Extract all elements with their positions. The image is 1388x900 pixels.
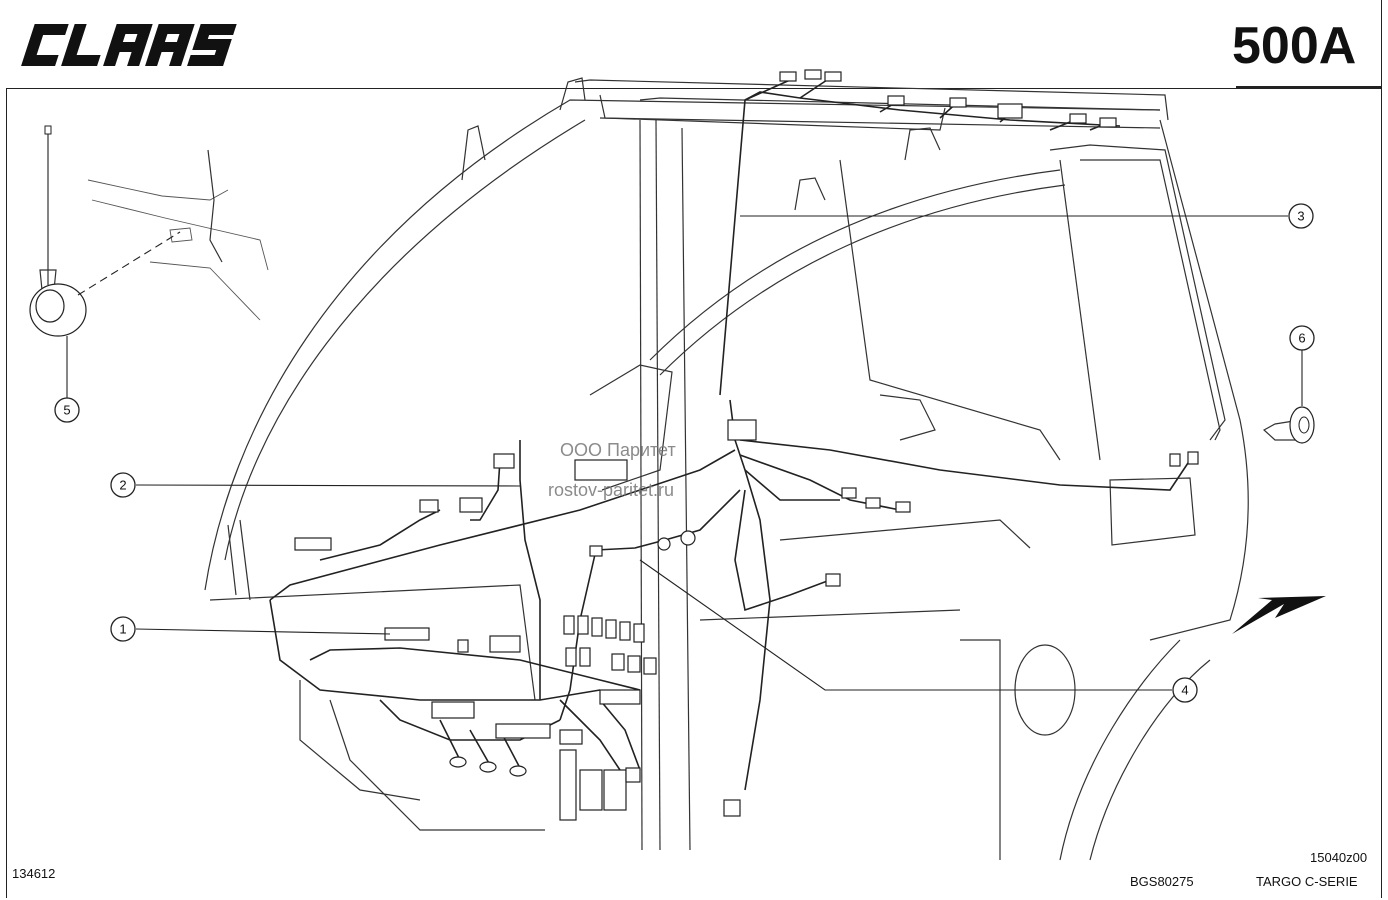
callout-5: 5 [54,397,80,423]
main-harness [269,399,1199,821]
callout-3-label: 3 [1297,209,1304,224]
callout-2-label: 2 [119,478,126,493]
callout-6-label: 6 [1298,331,1305,346]
frame-left-rule [6,88,7,898]
callout-1-label: 1 [119,622,126,637]
callout-2: 2 [110,472,136,498]
callout-leaders [135,215,1288,691]
power-socket [1262,348,1315,444]
page-code: 500A [1232,17,1357,75]
claas-logo [21,24,237,66]
callout-3: 3 [1288,203,1314,229]
antenna-inset [29,125,269,398]
frame-right-rule [1381,0,1382,898]
callout-4: 4 [1172,677,1198,703]
direction-arrow [1232,596,1326,634]
callout-4-label: 4 [1181,683,1188,698]
part-code: BGS80275 [1130,874,1194,889]
watermark-url: rostov-paritet.ru [548,480,675,500]
frame-top-rule [6,88,1382,89]
watermark-company: ООО Паритет [560,440,676,460]
drawing-number: 134612 [12,866,56,881]
callout-6: 6 [1289,325,1315,351]
roof-harness [719,69,1121,396]
title-underline [1236,86,1382,88]
callout-1: 1 [110,616,136,642]
revision-code: 15040z00 [1310,850,1368,865]
series-name: TARGO C-SERIE [1256,874,1358,889]
callout-5-label: 5 [63,403,70,418]
cab-frame [204,77,1249,861]
